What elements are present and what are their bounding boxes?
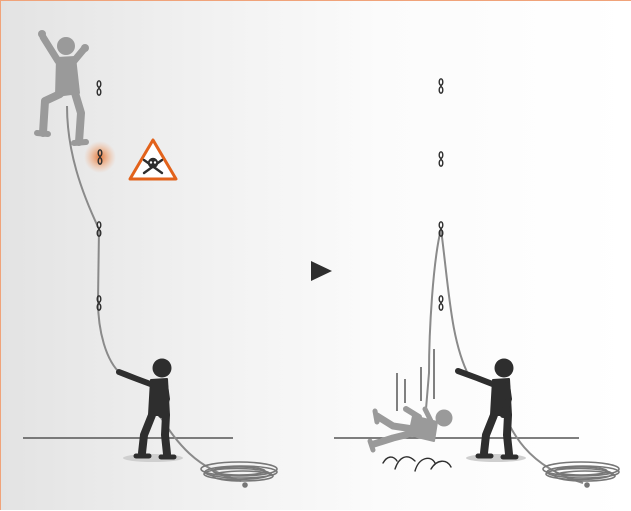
panel-before — [23, 30, 277, 487]
bolt-icon — [439, 296, 443, 310]
bolt-icon — [439, 152, 443, 166]
skull-crossbones-icon — [130, 140, 176, 179]
play-arrow-icon — [311, 261, 332, 281]
rope — [441, 229, 469, 376]
bolt-icon — [97, 81, 101, 95]
panel-after — [334, 79, 619, 487]
climber-figure — [37, 30, 89, 143]
falling-climber-figure — [370, 409, 453, 450]
belayer-figure — [458, 359, 516, 458]
rope-coil — [201, 462, 277, 487]
impact-marks — [383, 457, 451, 471]
belayer-figure — [119, 359, 174, 458]
bolt-icon — [439, 79, 443, 93]
